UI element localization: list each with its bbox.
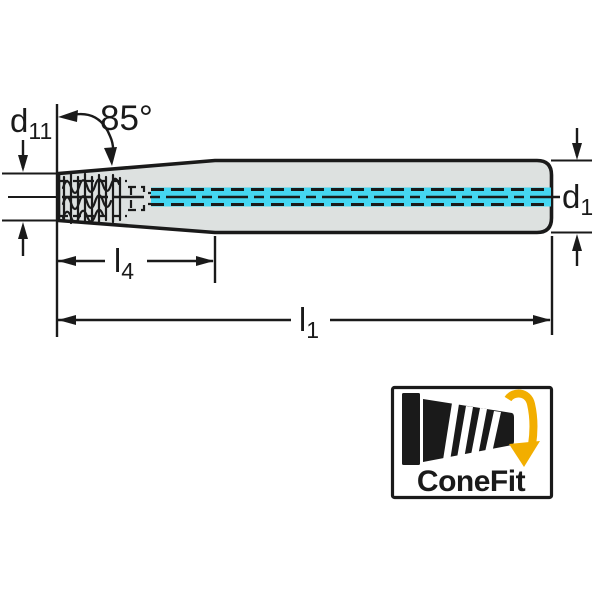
conefit-logo: ConeFit <box>390 385 554 500</box>
arrow-left-icon <box>58 110 78 122</box>
arrow-down-icon <box>104 147 117 166</box>
label-l1: l1 <box>299 301 319 343</box>
label-d11: d11 <box>10 102 52 144</box>
dimension-l4: l4 <box>58 236 217 284</box>
arrow-right-icon <box>533 315 551 325</box>
coolant-channel <box>62 187 560 207</box>
arrow-left-icon <box>58 315 76 325</box>
dimension-l1: l1 <box>58 236 554 343</box>
conefit-label: ConeFit <box>417 465 526 498</box>
conefit-tool-icon <box>402 393 514 465</box>
label-angle: 85° <box>100 99 153 138</box>
arrow-down-icon <box>18 155 28 172</box>
angle-callout: 85° <box>58 99 153 166</box>
label-d1: d1 <box>562 178 593 220</box>
dimension-d1: d1 <box>546 128 593 266</box>
hidden-cavity-lines <box>128 185 153 212</box>
dimension-d11: d11 <box>2 102 59 337</box>
thread-scribble <box>60 172 127 225</box>
arrow-up-icon <box>18 222 28 239</box>
arrow-left-icon <box>58 256 76 266</box>
arrow-up-icon <box>572 234 582 251</box>
arrow-down-icon <box>572 143 582 160</box>
rotate-arrow-icon <box>504 389 540 467</box>
label-l4: l4 <box>114 242 134 284</box>
arrow-right-icon <box>196 256 214 266</box>
